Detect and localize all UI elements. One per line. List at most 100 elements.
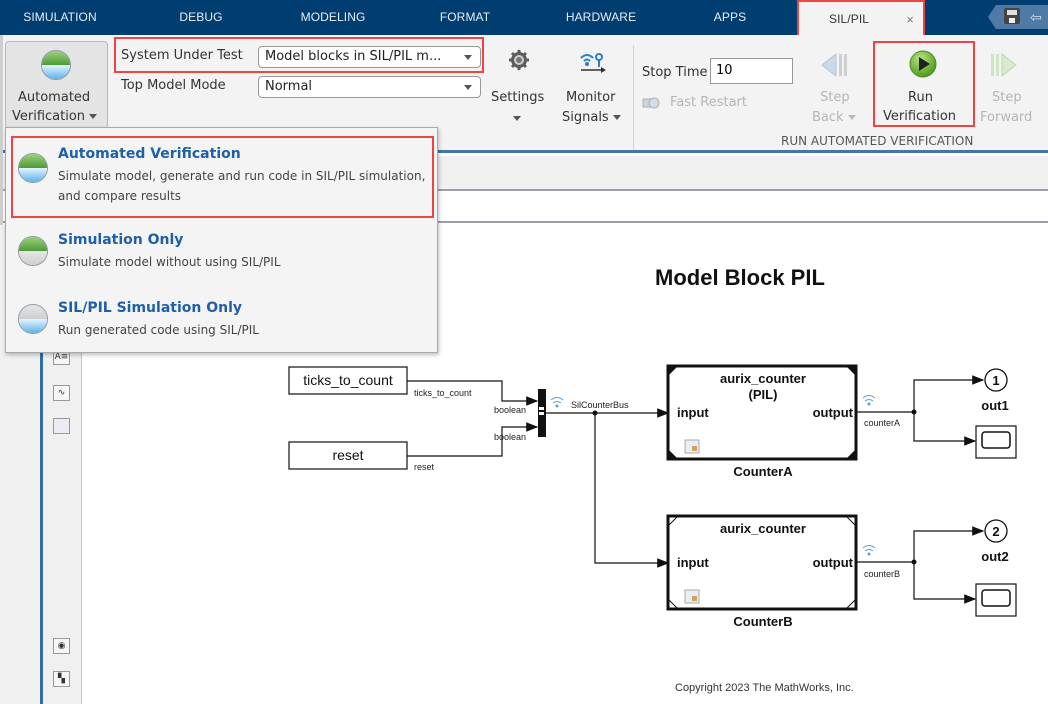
datatype-label: boolean (494, 432, 526, 442)
bus-line-counterb[interactable] (594, 413, 670, 568)
input-port-label: input (677, 405, 709, 420)
signal-line-reset[interactable] (407, 422, 539, 457)
signal-logging-icon (862, 395, 876, 406)
ribbon-separator (633, 45, 634, 150)
inport-ticks-to-count[interactable]: ticks_to_count (288, 366, 408, 395)
menu-item-simulation-only[interactable]: Simulation Only Simulate model without u… (6, 222, 437, 288)
close-tab-icon[interactable]: × (906, 12, 914, 27)
settings-button[interactable]: Settings (491, 50, 545, 130)
chevron-down-icon (464, 55, 472, 60)
automated-verification-button[interactable]: Automated Verification (5, 41, 108, 129)
bus-creator[interactable] (538, 389, 546, 437)
system-under-test-dropdown[interactable]: Model blocks in SIL/PIL m... (258, 46, 481, 68)
menu-item-desc: Simulate model without using SIL/PIL (58, 255, 281, 269)
step-back-icon (821, 52, 847, 78)
step-back-button[interactable]: Step Back (808, 50, 862, 128)
run-icon (909, 50, 937, 78)
branch-point (911, 559, 917, 565)
chevron-down-icon (89, 114, 98, 119)
monitor-signals-label: Monitor (566, 90, 616, 105)
signal-label: counterA (864, 418, 900, 428)
signal-line-out1[interactable] (913, 375, 985, 412)
tab-sil-pil-label: SIL/PIL (829, 12, 870, 26)
selected-item-highlight (11, 136, 434, 218)
top-model-mode-dropdown[interactable]: Normal (258, 76, 481, 98)
signal-line-scope-b[interactable] (913, 562, 977, 604)
signal-label: ticks_to_count (414, 388, 472, 398)
model-block-countera[interactable]: aurix_counter (PIL) input output (666, 364, 858, 461)
menu-item-title: SIL/PIL Simulation Only (58, 300, 243, 316)
signal-label: reset (414, 462, 435, 472)
automated-verification-label-2: Verification (12, 109, 86, 124)
tab-hardware[interactable]: HARDWARE (565, 10, 637, 24)
palette-divider (40, 225, 43, 704)
monitor-signals-button[interactable]: Monitor Signals (562, 50, 628, 130)
settings-label: Settings (491, 90, 545, 105)
tab-format[interactable]: FORMAT (439, 10, 491, 24)
top-model-mode-label: Top Model Mode (121, 78, 226, 93)
model-block-counterb[interactable]: aurix_counter input output (666, 514, 858, 611)
area-icon[interactable] (53, 418, 70, 434)
step-back-label: Step (820, 90, 850, 105)
scope-block-b[interactable] (975, 583, 1017, 617)
menu-item-sil-pil-simulation-only[interactable]: SIL/PIL Simulation Only Run generated co… (6, 290, 437, 354)
top-model-mode-value: Normal (265, 79, 313, 94)
system-under-test-label: System Under Test (121, 48, 243, 63)
run-verification-highlight (873, 41, 975, 127)
stop-time-input[interactable]: 10 (710, 58, 793, 84)
ribbon-section-label: RUN AUTOMATED VERIFICATION (781, 134, 974, 148)
image-icon[interactable]: ∿ (53, 385, 70, 401)
outport-name: out1 (981, 398, 1008, 413)
signal-line-ticks[interactable] (407, 380, 539, 406)
camera-icon[interactable]: ◉ (53, 638, 70, 654)
step-back-label-2: Back (812, 110, 844, 125)
tab-sil-pil[interactable]: SIL/PIL × (797, 0, 925, 41)
step-forward-icon (991, 52, 1017, 78)
block-name: CounterB (733, 614, 792, 629)
diagram-title: Model Block PIL (655, 265, 825, 290)
scope-block-a[interactable] (975, 425, 1017, 459)
system-under-test-highlight (114, 37, 484, 73)
tab-debug[interactable]: DEBUG (179, 10, 223, 24)
outport-out1[interactable]: 1 (984, 368, 1008, 392)
tab-simulation[interactable]: SIMULATION (23, 10, 97, 24)
input-port-label: input (677, 555, 709, 570)
outport-out2[interactable]: 2 (984, 519, 1008, 543)
model-reference-icon (684, 589, 700, 604)
menu-item-title: Automated Verification (58, 146, 241, 162)
outport-number: 1 (992, 373, 999, 388)
inport-reset[interactable]: reset (288, 441, 408, 470)
menu-item-automated-verification[interactable]: Automated Verification Simulate model, g… (6, 128, 437, 218)
model-name: aurix_counter (720, 371, 806, 386)
simulation-only-icon (18, 236, 48, 266)
tab-apps[interactable]: APPS (713, 10, 747, 24)
step-forward-label-2: Forward (980, 110, 1033, 125)
signal-line-scope-a[interactable] (913, 412, 977, 446)
chevron-down-icon (464, 85, 472, 90)
save-icon[interactable] (1004, 8, 1020, 24)
inport-label: ticks_to_count (303, 372, 393, 388)
inport-label: reset (332, 447, 363, 463)
block-name: CounterA (733, 464, 793, 479)
monitor-signals-label-2: Signals (562, 110, 609, 125)
menu-item-desc: Simulate model, generate and run code in… (58, 169, 426, 183)
undo-icon[interactable]: ⇦ (1030, 10, 1042, 26)
step-forward-label: Step (992, 90, 1022, 105)
automated-verification-label: Automated (18, 90, 91, 105)
run-verification-button[interactable]: Run Verification (875, 43, 973, 125)
simulation-mode: (PIL) (749, 387, 778, 402)
signal-logging-icon (550, 397, 564, 408)
property-inspector-icon[interactable]: ▚ (53, 671, 70, 687)
outport-number: 2 (992, 524, 999, 539)
fast-restart-button[interactable]: Fast Restart (642, 95, 752, 113)
model-reference-icon (684, 439, 700, 454)
stop-time-label: Stop Time (642, 65, 708, 80)
branch-point (911, 409, 917, 415)
automated-verification-icon (41, 50, 71, 80)
tab-modeling[interactable]: MODELING (300, 10, 366, 24)
outport-name: out2 (981, 549, 1008, 564)
signal-line-out2[interactable] (913, 526, 985, 562)
branch-point (592, 410, 598, 416)
step-forward-button[interactable]: Step Forward (978, 50, 1038, 128)
